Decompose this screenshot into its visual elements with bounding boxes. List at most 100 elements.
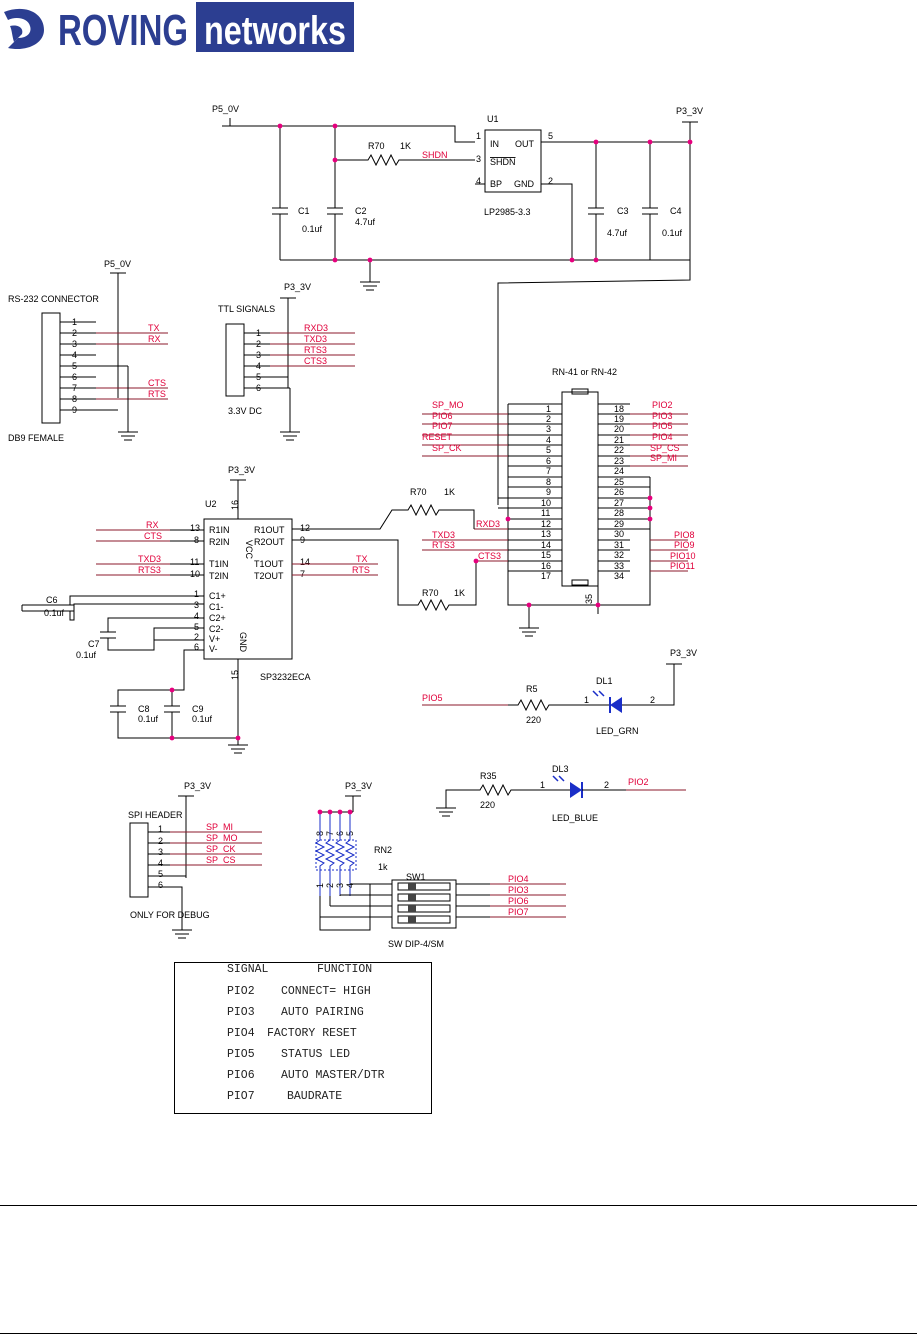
r70-reg-value: 1K xyxy=(400,141,411,151)
svg-text:4: 4 xyxy=(345,883,355,888)
ttl-body xyxy=(225,323,245,397)
led-grn-name: LED_GRN xyxy=(596,726,639,736)
c7-ref: C7 xyxy=(88,639,100,649)
svg-text:26: 26 xyxy=(614,487,624,497)
dip-pio7: PIO7 xyxy=(508,907,529,917)
spi-title: SPI HEADER xyxy=(128,810,183,820)
u1-num-3: 3 xyxy=(476,154,481,164)
table-row: PIO7 BAUDRATE xyxy=(227,1090,343,1103)
mod-txd3: TXD3 xyxy=(432,530,455,540)
led-blue-icon xyxy=(570,782,582,798)
c9-value: 0.1uf xyxy=(192,714,213,724)
svg-text:R1OUT: R1OUT xyxy=(254,525,285,535)
svg-text:20: 20 xyxy=(614,424,624,434)
c2-ref: C2 xyxy=(355,206,367,216)
u2-right-pin-numbers: 12 9 14 7 xyxy=(300,523,310,579)
svg-text:16: 16 xyxy=(541,561,551,571)
u1-num-4: 4 xyxy=(476,176,481,186)
svg-text:11: 11 xyxy=(541,508,550,518)
dl3-pin2: 2 xyxy=(604,780,609,790)
svg-text:14: 14 xyxy=(300,557,310,567)
svg-text:C1-: C1- xyxy=(209,602,224,612)
u1-pin-bp: BP xyxy=(490,179,502,189)
svg-text:C2-: C2- xyxy=(209,624,224,634)
table-row: PIO2 CONNECT= HIGH xyxy=(227,985,371,998)
u2-right-pin-labels: R1OUT R2OUT T1OUT T2OUT xyxy=(254,525,285,581)
rs232-net: P5_0V xyxy=(104,259,131,269)
svg-text:17: 17 xyxy=(541,571,551,581)
c3-value: 4.7uf xyxy=(607,228,628,238)
led-green-icon xyxy=(610,697,622,713)
dip-pio3: PIO3 xyxy=(508,885,529,895)
u1-pin-gnd: GND xyxy=(514,179,535,189)
svg-text:T1IN: T1IN xyxy=(209,559,229,569)
svg-text:15: 15 xyxy=(541,550,551,560)
roving-networks-logo: ROVING networks xyxy=(4,2,354,55)
module-left-pins: 1 2 3 4 5 6 7 8 9 10 11 12 13 14 15 16 1… xyxy=(541,404,551,581)
svg-text:4: 4 xyxy=(194,611,199,621)
signal-function-table: SIGNAL FUNCTION PIO2 CONNECT= HIGH PIO3 … xyxy=(174,962,432,1114)
regulator-section: P5_0V C1 0.1uf C2 4.7uf R70 1K SHDN U1 I… xyxy=(212,104,703,505)
svg-text:R1IN: R1IN xyxy=(209,525,230,535)
svg-text:3: 3 xyxy=(158,847,163,857)
rs232-connector: P5_0V RS-232 CONNECTOR 1 2 3 4 5 6 7 8 9… xyxy=(8,259,168,443)
svg-text:4: 4 xyxy=(158,858,163,868)
c4-value: 0.1uf xyxy=(662,228,683,238)
dip-net: P3_3V xyxy=(345,781,372,791)
rn2-resistor-icon xyxy=(314,812,356,896)
spi-net: P3_3V xyxy=(184,781,211,791)
sw1-body xyxy=(391,879,457,929)
u1-pin-out: OUT xyxy=(515,139,535,149)
led-blue-circuit: R35 220 1 DL3 2 PIO2 LED_BLUE xyxy=(436,764,686,823)
svg-text:3: 3 xyxy=(194,600,199,610)
led-grn-pio5: PIO5 xyxy=(422,693,443,703)
dl1-ref: DL1 xyxy=(596,676,613,686)
svg-text:5: 5 xyxy=(158,869,163,879)
dip-switch-circuit: P3_3V 8 7 6 5 RN2 1k 1 2 3 4 SW1 PIO4 PI… xyxy=(314,781,566,949)
svg-text:11: 11 xyxy=(190,557,199,567)
svg-text:3: 3 xyxy=(335,883,345,888)
svg-text:32: 32 xyxy=(614,550,624,560)
module-pin-35: 35 xyxy=(584,594,594,604)
svg-text:13: 13 xyxy=(190,523,200,533)
svg-text:8: 8 xyxy=(194,535,199,545)
led-grn-net: P3_3V xyxy=(670,648,697,658)
mod-pio2: PIO2 xyxy=(652,400,673,410)
mod-rxd3: RXD3 xyxy=(476,519,500,529)
spi-header: P3_3V SPI HEADER 1 2 3 4 5 6 SP_MI SP_MO… xyxy=(128,781,262,939)
spi-pin-numbers: 1 2 3 4 5 6 xyxy=(158,824,163,890)
sw1-switch-4 xyxy=(397,915,451,924)
dip-pio4: PIO4 xyxy=(508,874,529,884)
svg-text:V-: V- xyxy=(209,644,218,654)
u2-vcc: VCC xyxy=(244,540,254,560)
u2-out-rts: RTS xyxy=(352,565,370,575)
ttl-footer: 3.3V DC xyxy=(228,406,263,416)
rs232-rts: RTS xyxy=(148,389,166,399)
rs232-cts: CTS xyxy=(148,378,166,388)
mod-pio5: PIO5 xyxy=(652,421,673,431)
u2-gnd-pin: 15 xyxy=(230,670,240,680)
dl1-pin2: 2 xyxy=(650,695,655,705)
rs232-tx: TX xyxy=(148,323,160,333)
logo-brand-part1: ROVING xyxy=(58,6,188,55)
u2-left-pin-labels: R1IN R2IN T1IN T2IN C1+ C1- C2+ C2- V+ V… xyxy=(209,525,230,654)
spi-body xyxy=(129,822,149,898)
mod-rts3: RTS3 xyxy=(432,540,455,550)
c1-value: 0.1uf xyxy=(302,224,323,234)
svg-text:T1OUT: T1OUT xyxy=(254,559,284,569)
logo-brand-box xyxy=(196,2,354,52)
svg-text:10: 10 xyxy=(541,498,551,508)
svg-text:21: 21 xyxy=(614,435,624,445)
table-row: PIO3 AUTO PAIRING xyxy=(227,1006,364,1019)
table-row: PIO6 AUTO MASTER/DTR xyxy=(227,1069,385,1082)
svg-text:18: 18 xyxy=(614,404,624,414)
svg-text:6: 6 xyxy=(158,880,163,890)
rs232-title: RS-232 CONNECTOR xyxy=(8,294,99,304)
svg-text:25: 25 xyxy=(614,477,624,487)
logo-brand-part2: networks xyxy=(204,9,346,53)
r35-value: 220 xyxy=(480,800,495,810)
mod-pio4: PIO4 xyxy=(652,432,673,442)
svg-text:C2+: C2+ xyxy=(209,613,226,623)
rn2-pin-numbers-bottom: 1 2 3 4 xyxy=(315,883,355,888)
svg-text:T2OUT: T2OUT xyxy=(254,571,284,581)
